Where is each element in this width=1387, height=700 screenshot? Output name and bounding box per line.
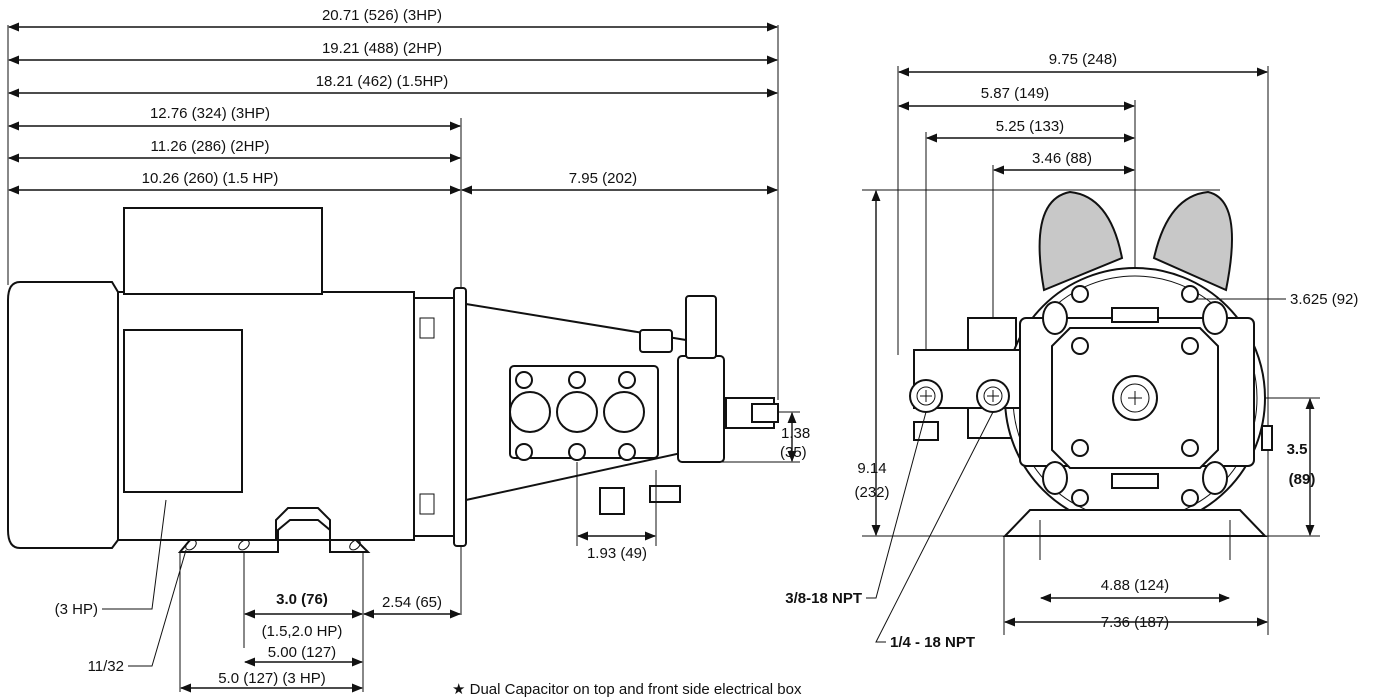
label-motor-2hp: 11.26 (286) (2HP) (151, 138, 270, 155)
label-outlet-height-mm: (35) (780, 444, 807, 461)
label-width-total: 9.75 (248) (1049, 51, 1117, 68)
label-height-total: 9.14 (857, 460, 886, 477)
label-foot-spacing: 3.0 (76) (276, 591, 328, 608)
label-overall-3hp: 20.71 (526) (3HP) (322, 7, 442, 24)
capacitor-hump-right (1152, 190, 1233, 292)
label-pump-length: 7.95 (202) (569, 170, 637, 187)
motor-flange (453, 287, 467, 547)
label-overall-15hp: 18.21 (462) (1.5HP) (316, 73, 449, 90)
label-foot-to-flange: 2.54 (65) (382, 594, 442, 611)
unloader-valve (677, 355, 725, 463)
end-view: 9.75 (248) 5.87 (149) 5.25 (133) 3.46 (8… (785, 51, 1358, 651)
label-overall-2hp: 19.21 (488) (2HP) (322, 40, 442, 57)
label-motor-15hp: 10.26 (260) (1.5 HP) (142, 170, 279, 187)
label-shaft-height-mm: (89) (1289, 471, 1316, 488)
label-foot-holes: 4.88 (124) (1101, 577, 1169, 594)
capacitor-box (123, 329, 243, 493)
label-width-b: 5.25 (133) (996, 118, 1064, 135)
pump-piston-1 (509, 391, 551, 433)
side-view: 20.71 (526) (3HP) 19.21 (488) (2HP) 18.2… (7, 7, 810, 693)
label-bolt-circle: 3.625 (92) (1290, 291, 1358, 308)
label-foot-spacing-note: (1.5,2.0 HP) (262, 623, 343, 640)
label-outlet-height: 1.38 (781, 425, 810, 442)
label-port-inlet: 3/8-18 NPT (785, 590, 862, 607)
label-motor-3hp: 12.76 (324) (3HP) (150, 105, 270, 122)
label-width-a: 5.87 (149) (981, 85, 1049, 102)
label-base-3hp: (3 HP) (55, 601, 98, 618)
label-shaft-height: 3.5 (1287, 441, 1308, 458)
label-foot-base: 5.00 (127) (268, 644, 336, 661)
pump-piston-3 (603, 391, 645, 433)
pump-piston-2 (556, 391, 598, 433)
capacitor-hump-left (1038, 190, 1124, 292)
label-port-outlet: 1/4 - 18 NPT (890, 634, 975, 651)
label-base-width: 7.36 (187) (1101, 614, 1169, 631)
end-view-base (1002, 509, 1268, 537)
label-width-c: 3.46 (88) (1032, 150, 1092, 167)
label-pump-width: 1.93 (49) (587, 545, 647, 562)
footnote: ★ Dual Capacitor on top and front side e… (452, 681, 802, 698)
electrical-box (123, 207, 323, 295)
label-height-total-mm: (232) (854, 484, 889, 501)
label-foot-base-3hp: 5.0 (127) (3 HP) (218, 670, 326, 687)
motor-end-cap (7, 281, 119, 549)
label-slot: 11/32 (88, 658, 124, 675)
